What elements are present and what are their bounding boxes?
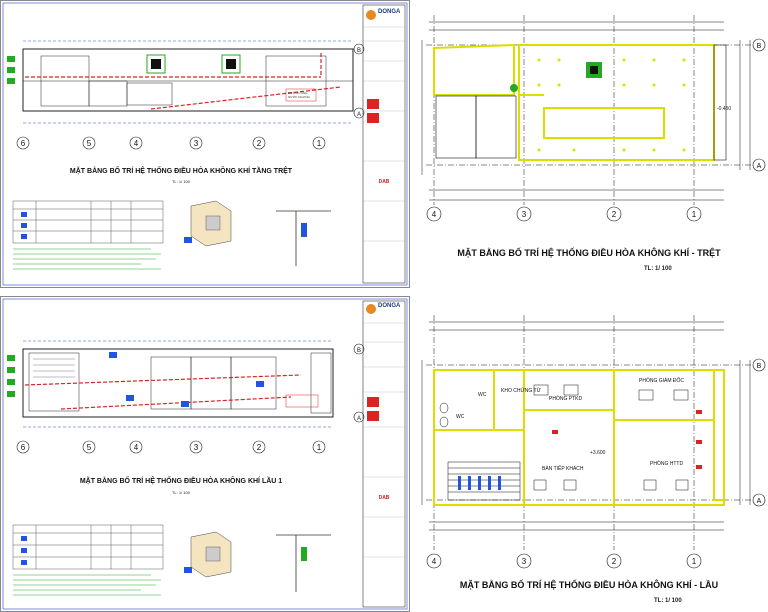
sheet-bottom-left: 6 5 4 3 2 1 B A MẶT BẰNG BỐ TRÍ HỆ THỐNG…: [0, 296, 410, 612]
bl-grid-3: 3: [194, 443, 199, 452]
br-room-giam-doc: PHÒNG GIÁM ĐỐC: [639, 377, 684, 384]
bl-grid-4: 4: [134, 443, 139, 452]
tl-grid-1: 1: [317, 139, 322, 148]
tl-grid-4: 4: [134, 139, 139, 148]
bottom-right-drawing: KHO CHỨNG TỪ WC WC PHÒNG PTKD PHÒNG GIÁM…: [421, 315, 766, 604]
bottom-left-drawing: 6 5 4 3 2 1 B A MẶT BẰNG BỐ TRÍ HỆ THỐNG…: [2, 298, 408, 610]
br-scale: TL: 1/ 100: [654, 598, 682, 604]
br-room-ptkd: PHÒNG PTKD: [549, 395, 582, 402]
sheet-bottom-right: KHO CHỨNG TỪ WC WC PHÒNG PTKD PHÒNG GIÁM…: [414, 300, 768, 612]
svg-text:ĐƯỜNG ỐNG: ĐƯỜNG ỐNG: [288, 90, 308, 95]
bl-stamp: DAB: [379, 495, 390, 501]
tl-ac-unit-1: [146, 54, 166, 74]
tl-grid-5: 5: [87, 139, 92, 148]
tr-grid-2: 2: [612, 210, 617, 219]
tl-grid-6: 6: [21, 139, 26, 148]
bl-title-block: DONGA DAB: [362, 300, 406, 608]
bl-refrigerant-pipe: [24, 374, 302, 410]
tr-grid-4: 4: [432, 210, 437, 219]
tr-grid-3: 3: [522, 210, 527, 219]
tr-title: MẶT BẰNG BỐ TRÍ HỆ THỐNG ĐIỀU HÒA KHÔNG …: [457, 247, 721, 258]
bl-detail-sketch: [184, 531, 331, 592]
tl-title: MẶT BẰNG BỐ TRÍ HỆ THỐNG ĐIỀU HÒA KHÔNG …: [70, 165, 293, 175]
br-grid-columns: 4 3 2 1 B A: [426, 358, 766, 569]
tl-grid-B: B: [357, 48, 361, 54]
bl-grid-B: B: [357, 348, 361, 354]
br-title: MẶT BẰNG BỐ TRÍ HỆ THỐNG ĐIỀU HÒA KHÔNG …: [460, 579, 718, 590]
tr-grid-B: B: [757, 43, 762, 50]
br-grid-1: 1: [692, 557, 697, 566]
tl-refrigerant-pipe: [25, 53, 342, 110]
tl-logo: DONGA: [378, 9, 401, 15]
sheet-top-right: -0.450 4 3 2 1 B A MẶT BẰNG BỐ TRÍ HỆ TH…: [414, 0, 768, 288]
tl-grid-columns: 6 5 4 3 2 1 B A: [16, 43, 365, 150]
top-left-drawing: ĐƯỜNG ỐNG NƯỚC NGƯNG 6 5 4 3 2 1 B A MẶT…: [2, 2, 408, 286]
bl-grid-columns: 6 5 4 3 2 1 B A: [16, 343, 365, 454]
tl-stamp: DAB: [379, 179, 390, 185]
br-room-kho: KHO CHỨNG TỪ: [501, 387, 542, 394]
svg-text:NƯỚC NGƯNG: NƯỚC NGƯNG: [288, 94, 311, 99]
tr-grid-columns: 4 3 2 1 B A: [426, 38, 766, 222]
tl-detail-sketch: [184, 200, 331, 266]
tr-ac-unit: [586, 62, 602, 78]
br-room-wc2: WC: [456, 414, 465, 420]
br-grid-4: 4: [432, 557, 437, 566]
bl-grid-A: A: [357, 416, 361, 422]
bl-grid-6: 6: [21, 443, 26, 452]
tl-ac-unit-2: [221, 54, 241, 74]
bl-building: [22, 348, 334, 418]
tl-grid-2: 2: [257, 139, 262, 148]
tl-title-block: DONGA DAB: [362, 4, 406, 284]
br-grid-3: 3: [522, 557, 527, 566]
bl-grid-5: 5: [87, 443, 92, 452]
br-room-httd: PHÒNG HTTD: [650, 460, 683, 467]
br-grid-2: 2: [612, 557, 617, 566]
bl-legend-table: [12, 524, 164, 570]
tl-scale: TL: 1/ 100: [172, 179, 191, 184]
bl-logo: DONGA: [378, 303, 401, 309]
tl-building: [22, 48, 354, 112]
bl-grid-2: 2: [257, 443, 262, 452]
br-grid-A: A: [757, 498, 762, 505]
sheet-top-left: ĐƯỜNG ỐNG NƯỚC NGƯNG 6 5 4 3 2 1 B A MẶT…: [0, 0, 410, 288]
tr-grid-A: A: [757, 163, 762, 170]
bl-title: MẶT BẰNG BỐ TRÍ HỆ THỐNG ĐIỀU HÒA KHÔNG …: [80, 475, 282, 485]
tr-grid-1: 1: [692, 210, 697, 219]
bl-scale: TL: 1/ 100: [172, 490, 191, 495]
br-room-wc1: WC: [478, 392, 487, 398]
br-floor-plan: [433, 369, 725, 506]
br-room-tiep-khach: BÀN TIẾP KHÁCH: [542, 465, 584, 472]
br-level: +3.600: [590, 450, 606, 456]
top-right-drawing: -0.450 4 3 2 1 B A MẶT BẰNG BỐ TRÍ HỆ TH…: [421, 15, 766, 272]
tl-legend-table: [12, 200, 164, 244]
tl-grid-3: 3: [194, 139, 199, 148]
tr-scale: TL: 1/ 100: [644, 266, 672, 272]
br-grid-B: B: [757, 363, 762, 370]
tr-level: -0.450: [717, 106, 731, 112]
bl-grid-1: 1: [317, 443, 322, 452]
tl-grid-A: A: [357, 112, 361, 118]
